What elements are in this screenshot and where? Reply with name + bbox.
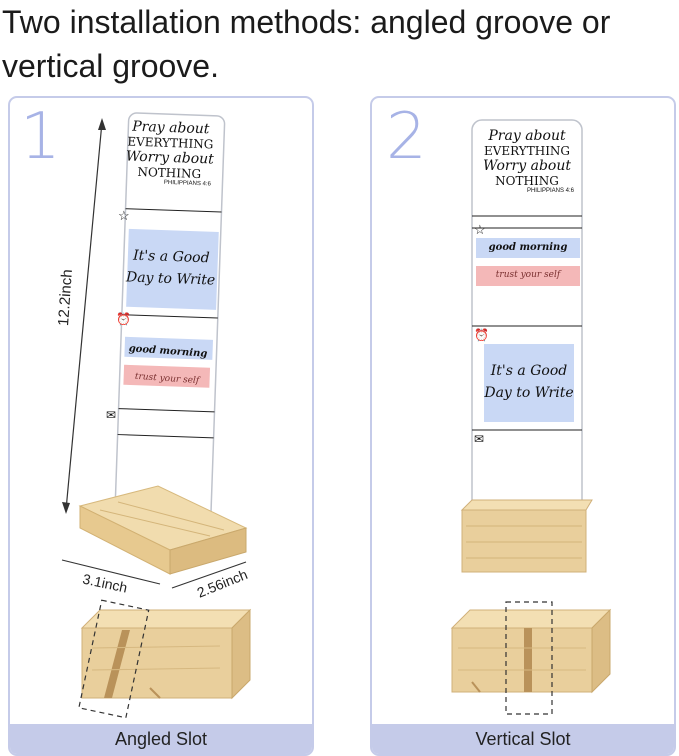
star-icon: ☆ bbox=[118, 208, 130, 223]
sticker-trust: trust your self bbox=[495, 270, 561, 280]
envelope-icon: ✉ bbox=[106, 408, 117, 422]
panel-angled-slot: 1 12.2inch bbox=[8, 96, 314, 756]
step-number-1: 1 bbox=[20, 100, 61, 174]
slot-highlight-dashed bbox=[505, 601, 553, 715]
sticker-good-day-line-1: It's a Good bbox=[132, 247, 210, 267]
acrylic-card-upright bbox=[471, 119, 583, 541]
star-icon: ☆ bbox=[474, 222, 486, 237]
height-label: 12.2inch bbox=[55, 269, 76, 327]
verse-line-3: Worry about bbox=[483, 158, 571, 174]
wooden-base-angled bbox=[78, 485, 248, 575]
verse-line-3: Worry about bbox=[125, 148, 215, 168]
sticker-good-day-line-1: It's a Good bbox=[490, 363, 568, 379]
wooden-base-vertical bbox=[460, 499, 593, 573]
headline: Two installation methods: angled groove … bbox=[2, 4, 611, 84]
sticker-good-day-line-2: Day to Write bbox=[484, 385, 574, 401]
alarm-clock-icon: ⏰ bbox=[116, 312, 131, 326]
slot-highlight-dashed bbox=[78, 599, 150, 719]
panel-label-vertical: Vertical Slot bbox=[372, 724, 674, 754]
verse-line-2: EVERYTHING bbox=[483, 144, 571, 158]
step-number-2: 2 bbox=[386, 100, 427, 174]
acrylic-card-tilted bbox=[113, 112, 226, 537]
angled-stand-illustration: 12.2inch 3.1inch 2.56inch bbox=[55, 112, 252, 719]
envelope-icon: ✉ bbox=[474, 432, 485, 446]
sticker-good-day: It's a Good Day to Write bbox=[484, 360, 574, 404]
depth-label: 2.56inch bbox=[195, 566, 250, 601]
verse-line-4: NOTHING bbox=[495, 174, 559, 188]
angled-slot-closeup bbox=[80, 608, 252, 700]
verse-reference: PHILIPPIANS 4:6 bbox=[526, 188, 574, 194]
verse-line-1: Pray about bbox=[488, 128, 566, 144]
vertical-stand-illustration bbox=[450, 119, 612, 715]
alarm-clock-icon: ⏰ bbox=[474, 328, 489, 342]
panel-vertical-slot: 2 bbox=[370, 96, 676, 756]
height-dimension-line bbox=[62, 118, 106, 514]
card-text-upright: Pray about EVERYTHING Worry about NOTHIN… bbox=[474, 128, 580, 194]
card-text-angled: Pray about EVERYTHING Worry about NOTHIN… bbox=[121, 118, 219, 188]
sticker-good-morning: good morning bbox=[488, 242, 568, 253]
panel-label-angled: Angled Slot bbox=[10, 724, 312, 754]
sticker-good-day-line-2: Day to Write bbox=[125, 269, 216, 289]
base-dimension-lines bbox=[61, 559, 247, 589]
vertical-slot-closeup bbox=[450, 608, 612, 694]
sticker-good-day: It's a Good Day to Write bbox=[125, 244, 216, 291]
